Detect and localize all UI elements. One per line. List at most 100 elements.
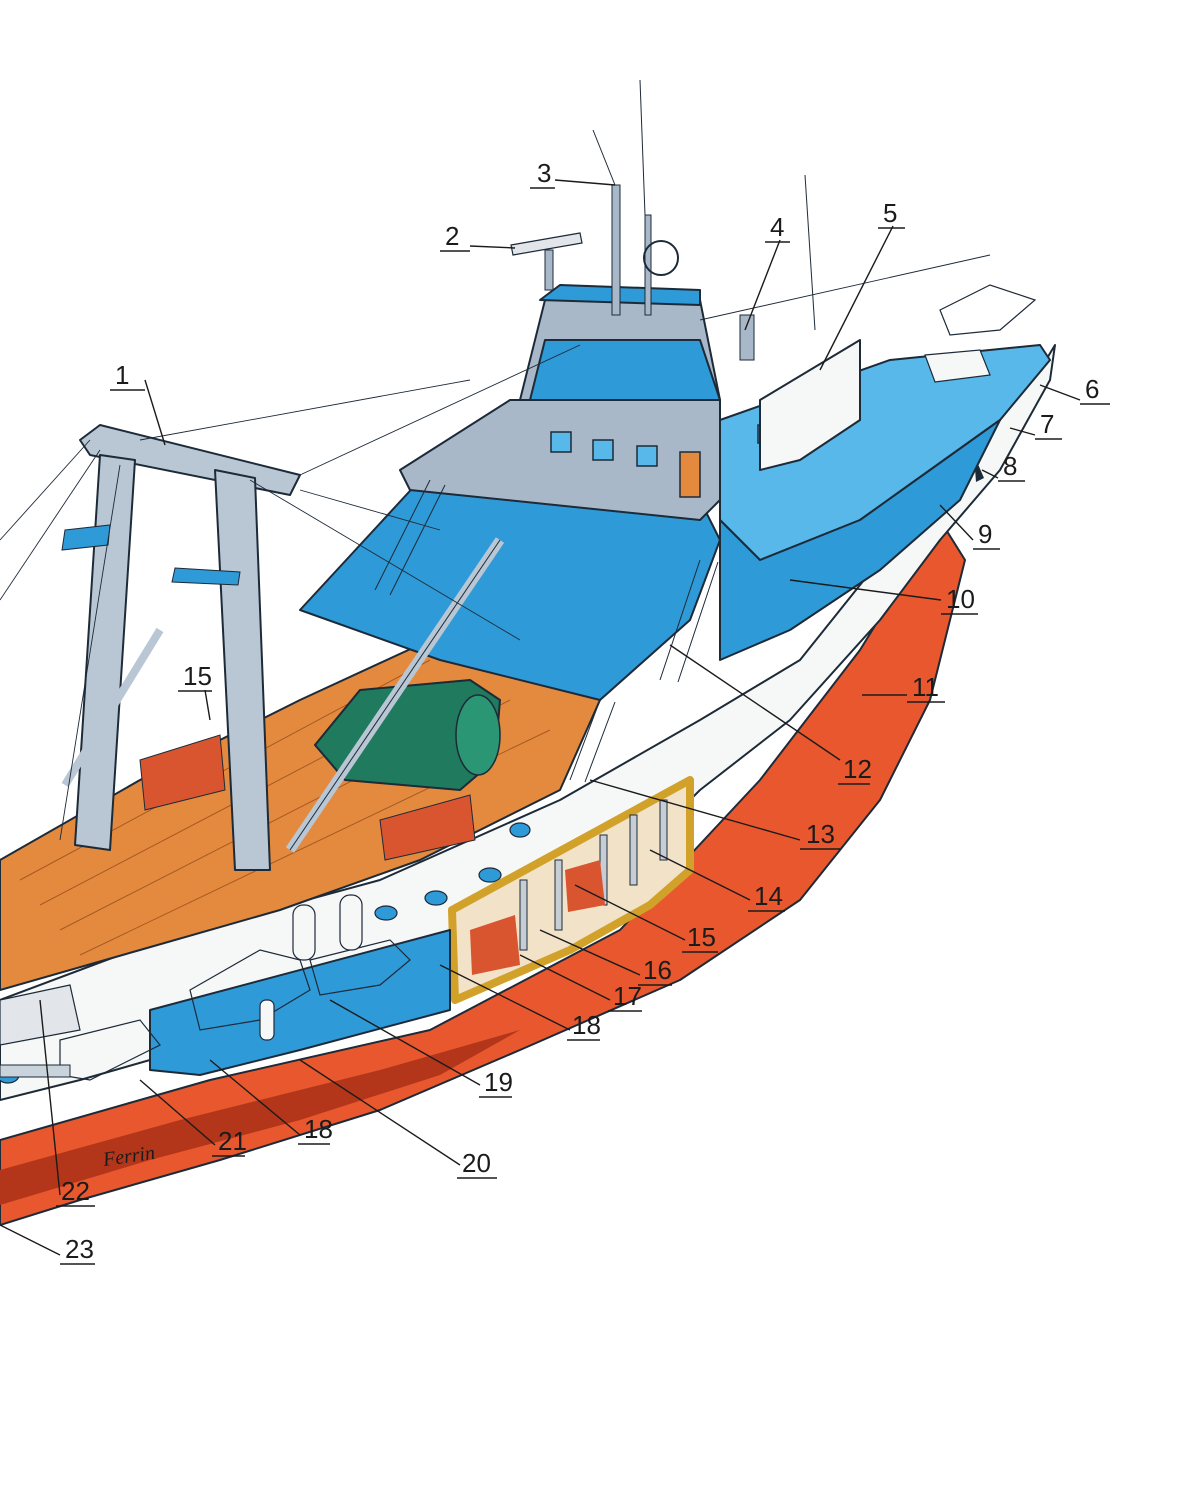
callout: 13	[589, 779, 840, 850]
antenna-wire	[804, 174, 816, 331]
callout: 14	[649, 849, 785, 912]
callout-leader-line	[209, 1059, 301, 1136]
hold-pillar	[659, 799, 668, 861]
callout-number: 6	[1085, 374, 1099, 404]
callout-leader-line	[939, 504, 974, 541]
engine-room	[0, 894, 451, 1081]
callout: 22	[39, 999, 95, 1207]
callout-leader-line	[589, 779, 801, 841]
generator-cylinder	[259, 999, 275, 1041]
window	[592, 439, 614, 461]
callout: 8	[981, 451, 1025, 482]
pump-assembly	[309, 939, 411, 996]
callout-number: 7	[1040, 409, 1054, 439]
deck-bin	[139, 734, 226, 811]
forward-hatch	[924, 349, 991, 383]
stairway	[569, 699, 616, 783]
hold-pillar	[629, 814, 638, 886]
hold-bin	[470, 915, 520, 975]
engine-room-floor	[149, 929, 451, 1076]
callout: 12	[669, 644, 872, 785]
callout-leader-line	[539, 929, 641, 976]
stairway	[659, 559, 719, 683]
callout-leader-line	[789, 579, 942, 601]
callout-leader-line	[0, 1224, 61, 1256]
window	[636, 445, 658, 467]
forecastle-sides	[719, 419, 1001, 661]
callout: 7	[1009, 409, 1062, 440]
callout: 6	[1039, 374, 1110, 405]
callout-leader-line	[204, 689, 211, 721]
gantry-platform	[61, 524, 111, 551]
radar-post	[544, 249, 554, 291]
callout-leader-line	[1039, 384, 1081, 401]
callout-number: 19	[484, 1067, 513, 1097]
bridge-windows	[550, 424, 771, 467]
fish-hold-cutaway	[448, 776, 694, 1004]
aft-hatch	[0, 984, 81, 1046]
superstructure	[374, 79, 861, 783]
hold-bin	[565, 860, 605, 912]
gantry-platform	[171, 567, 241, 586]
callout: 5	[819, 198, 905, 371]
callout-number: 16	[643, 955, 672, 985]
porthole	[374, 905, 398, 921]
door	[679, 451, 701, 498]
hold-pillar	[554, 859, 563, 931]
generator-cylinder	[339, 894, 363, 951]
callout-leader-line	[649, 849, 751, 901]
antenna-wire	[592, 129, 616, 186]
radar-mast	[611, 184, 621, 316]
lifebuoy-ring	[643, 240, 679, 276]
callout-leader-line	[819, 225, 894, 371]
stern-gantry	[61, 424, 505, 871]
deck-bin	[379, 794, 476, 861]
callout-number: 23	[65, 1234, 94, 1264]
ventilator	[739, 314, 755, 361]
callout-leader-line	[39, 999, 61, 1196]
stairs	[374, 479, 719, 783]
callout-number: 11	[912, 672, 939, 702]
callout: 4	[744, 212, 790, 331]
callout: 23	[0, 1224, 95, 1265]
callout-leader-line	[744, 239, 781, 331]
gantry-leg	[214, 469, 271, 871]
callout-leader-line	[299, 1059, 461, 1166]
shaft	[0, 1064, 71, 1078]
callout: 18	[439, 964, 601, 1041]
callout-leader-line	[554, 179, 616, 186]
callout-leader-line	[519, 954, 611, 1001]
callout-leader-line	[574, 884, 686, 941]
derrick-boom	[61, 627, 164, 788]
callout-number: 18	[304, 1114, 333, 1144]
bridge-deck	[529, 339, 721, 401]
callout: 2	[440, 221, 516, 252]
callout-number: 3	[537, 158, 551, 188]
callout-number: 10	[946, 584, 975, 614]
callout-leader-line	[981, 469, 999, 479]
callout-number: 15	[183, 661, 212, 691]
callout: 9	[939, 504, 1000, 550]
callout-leader-line	[139, 1079, 216, 1146]
callout: 15	[574, 884, 718, 953]
callout: 16	[539, 929, 672, 986]
callout: 17	[519, 954, 642, 1012]
forward-deckhouse	[759, 339, 861, 471]
porthole	[424, 890, 448, 906]
callout-leader-line	[329, 999, 481, 1086]
callout-number: 17	[613, 981, 642, 1011]
callout: 20	[299, 1059, 497, 1179]
callout: 18	[209, 1059, 333, 1145]
callout-number: 15	[687, 922, 716, 952]
callout-leader-line	[469, 245, 516, 249]
callout-number: 5	[883, 198, 897, 228]
callout-number: 13	[806, 819, 835, 849]
callout: 15	[178, 661, 212, 721]
window	[550, 431, 572, 453]
porthole	[478, 867, 502, 883]
main-engine	[189, 949, 311, 1031]
callout: 19	[329, 999, 513, 1098]
callout: 3	[530, 158, 616, 189]
callout-number: 22	[61, 1176, 90, 1206]
